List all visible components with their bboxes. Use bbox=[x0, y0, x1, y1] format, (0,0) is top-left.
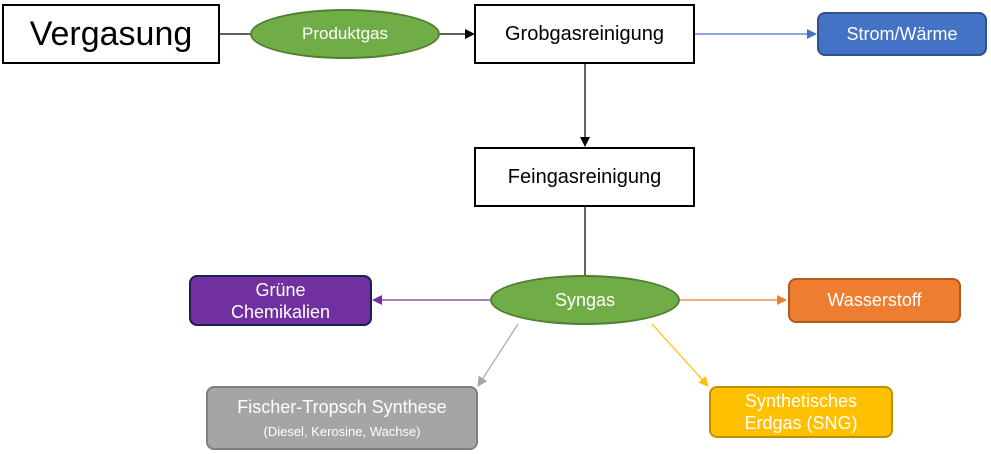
gruene-chemikalien-line-2: Chemikalien bbox=[230, 301, 331, 322]
syngas-ellipse: Syngas bbox=[490, 275, 680, 325]
sng-line-2: Erdgas (SNG) bbox=[744, 413, 858, 433]
wasserstoff-box: Wasserstoff bbox=[788, 278, 961, 323]
gruene-chemikalien-box: Grüne Chemikalien bbox=[189, 275, 372, 326]
sng-box: Synthetisches Erdgas (SNG) bbox=[709, 386, 893, 438]
syngas-label: Syngas bbox=[554, 289, 616, 310]
feingasreinigung-box: Feingasreinigung bbox=[474, 147, 695, 207]
sng-line-1: Synthetisches bbox=[744, 391, 858, 411]
feingasreinigung-label: Feingasreinigung bbox=[507, 165, 662, 188]
fischer-tropsch-subtitle: (Diesel, Kerosine, Wachse) bbox=[263, 424, 421, 439]
fischer-tropsch-title: Fischer-Tropsch Synthese bbox=[237, 397, 447, 417]
vergasung-box: Vergasung bbox=[2, 4, 220, 64]
strom-waerme-label: Strom/Wärme bbox=[846, 23, 958, 44]
produktgas-label: Produktgas bbox=[302, 24, 388, 43]
arrow-syngas-sng bbox=[651, 323, 709, 387]
gruene-chemikalien-line-1: Grüne bbox=[255, 279, 306, 300]
arrow-syngas-fischer-tropsch bbox=[477, 323, 519, 387]
grobgasreinigung-label: Grobgasreinigung bbox=[505, 22, 664, 45]
vergasung-label: Vergasung bbox=[29, 14, 193, 53]
grobgasreinigung-box: Grobgasreinigung bbox=[474, 4, 695, 64]
strom-waerme-box: Strom/Wärme bbox=[817, 12, 987, 56]
fischer-tropsch-box: Fischer-Tropsch Synthese (Diesel, Kerosi… bbox=[206, 386, 478, 450]
produktgas-ellipse: Produktgas bbox=[250, 9, 440, 59]
wasserstoff-label: Wasserstoff bbox=[827, 290, 922, 310]
